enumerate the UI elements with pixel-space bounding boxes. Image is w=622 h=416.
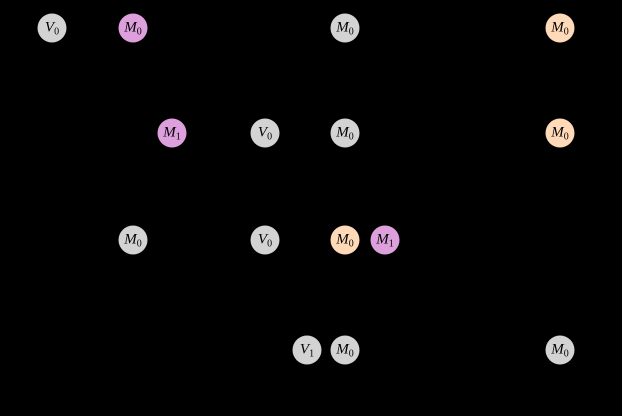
node-label-main: M [336, 341, 349, 358]
node-label-main: M [336, 231, 349, 248]
node-label-subscript: 0 [563, 131, 569, 142]
node-label-subscript: 0 [136, 26, 142, 37]
node-label-main: M [124, 231, 137, 248]
node-label-main: M [551, 341, 564, 358]
node-label-subscript: 0 [563, 348, 569, 359]
node-label-subscript: 0 [563, 26, 569, 37]
node-label-main: M [336, 124, 349, 141]
node-label-subscript: 0 [267, 238, 273, 249]
node-label-subscript: 1 [309, 348, 315, 359]
node-label-main: M [336, 19, 349, 36]
node-label-subscript: 0 [136, 238, 142, 249]
node-label-main: M [551, 19, 564, 36]
node-label-subscript: 0 [348, 348, 354, 359]
node-label-subscript: 0 [267, 131, 273, 142]
node-label-main: M [124, 19, 137, 36]
node-label-subscript: 0 [348, 131, 354, 142]
node-label-subscript: 1 [175, 131, 181, 142]
node-label-main: M [551, 124, 564, 141]
node-label-main: V [44, 19, 55, 36]
node-label-subscript: 0 [348, 26, 354, 37]
node-label-main: M [376, 231, 389, 248]
node-label-subscript: 0 [348, 238, 354, 249]
node-label-subscript: 1 [388, 238, 394, 249]
node-label-main: V [257, 124, 268, 141]
node-label-main: V [257, 231, 268, 248]
node-label-main: M [163, 124, 176, 141]
node-label-subscript: 0 [54, 26, 60, 37]
node-label-main: V [299, 341, 310, 358]
